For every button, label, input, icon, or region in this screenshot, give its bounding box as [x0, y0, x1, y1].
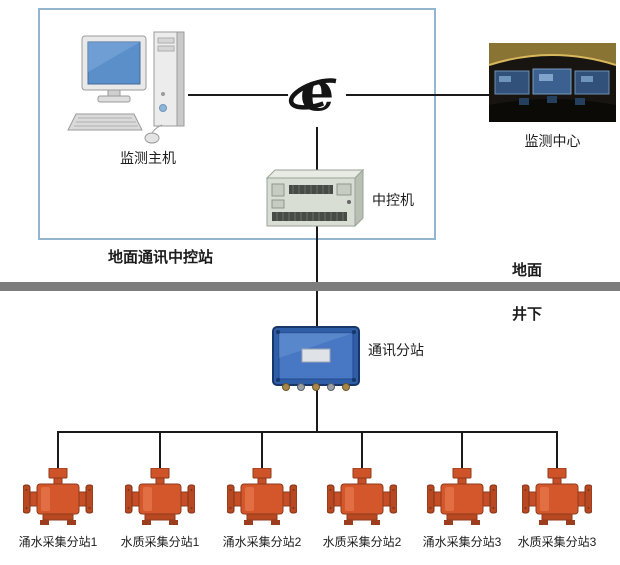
control-room-photo: [489, 43, 616, 122]
connector-line: [57, 431, 59, 469]
internet-e-logo-icon: e: [288, 60, 346, 127]
desktop-computer-icon: [67, 31, 185, 144]
device-group: 水质采集分站1: [108, 431, 212, 557]
device-group: 涌水采集分站3: [410, 431, 514, 557]
ground-surface-bar: [0, 282, 620, 291]
ground-station-boundary: [38, 8, 436, 240]
device-group: 涌水采集分站1: [6, 431, 110, 557]
device-label: 水质采集分站3: [517, 535, 597, 549]
device-bus-line: [57, 431, 558, 433]
surface-level-label: 地面: [512, 262, 543, 279]
device-label: 涌水采集分站3: [422, 535, 502, 549]
flow-meter-icon: [227, 468, 297, 526]
flow-meter-icon: [522, 468, 592, 526]
device-label: 水质采集分站1: [120, 535, 200, 549]
device-group: 水质采集分站2: [310, 431, 414, 557]
device-group: 涌水采集分站2: [210, 431, 314, 557]
connector-line-controller-substation: [316, 226, 318, 328]
underground-level-label: 井下: [512, 306, 543, 323]
connector-line: [361, 431, 363, 469]
controller-label: 中控机: [372, 192, 414, 208]
connector-line: [261, 431, 263, 469]
rack-server-icon: [265, 168, 365, 228]
connector-line: [461, 431, 463, 469]
flow-meter-icon: [327, 468, 397, 526]
device-label: 涌水采集分站2: [222, 535, 302, 549]
host-label: 监测主机: [120, 150, 176, 166]
svg-text:e: e: [300, 60, 334, 123]
device-group: 水质采集分站3: [505, 431, 609, 557]
connector-line-internet-controller: [316, 122, 318, 170]
flow-meter-icon: [23, 468, 93, 526]
center-label: 监测中心: [524, 133, 581, 149]
connector-line: [159, 431, 161, 469]
substation-label: 通讯分站: [368, 342, 424, 358]
device-label: 涌水采集分站1: [18, 535, 98, 549]
device-label: 水质采集分站2: [322, 535, 402, 549]
substation-box-icon: [272, 326, 360, 391]
connector-line-substation-bus: [316, 390, 318, 432]
flow-meter-icon: [125, 468, 195, 526]
flow-meter-icon: [427, 468, 497, 526]
connector-line: [556, 431, 558, 469]
ground-station-label: 地面通讯中控站: [108, 249, 214, 266]
